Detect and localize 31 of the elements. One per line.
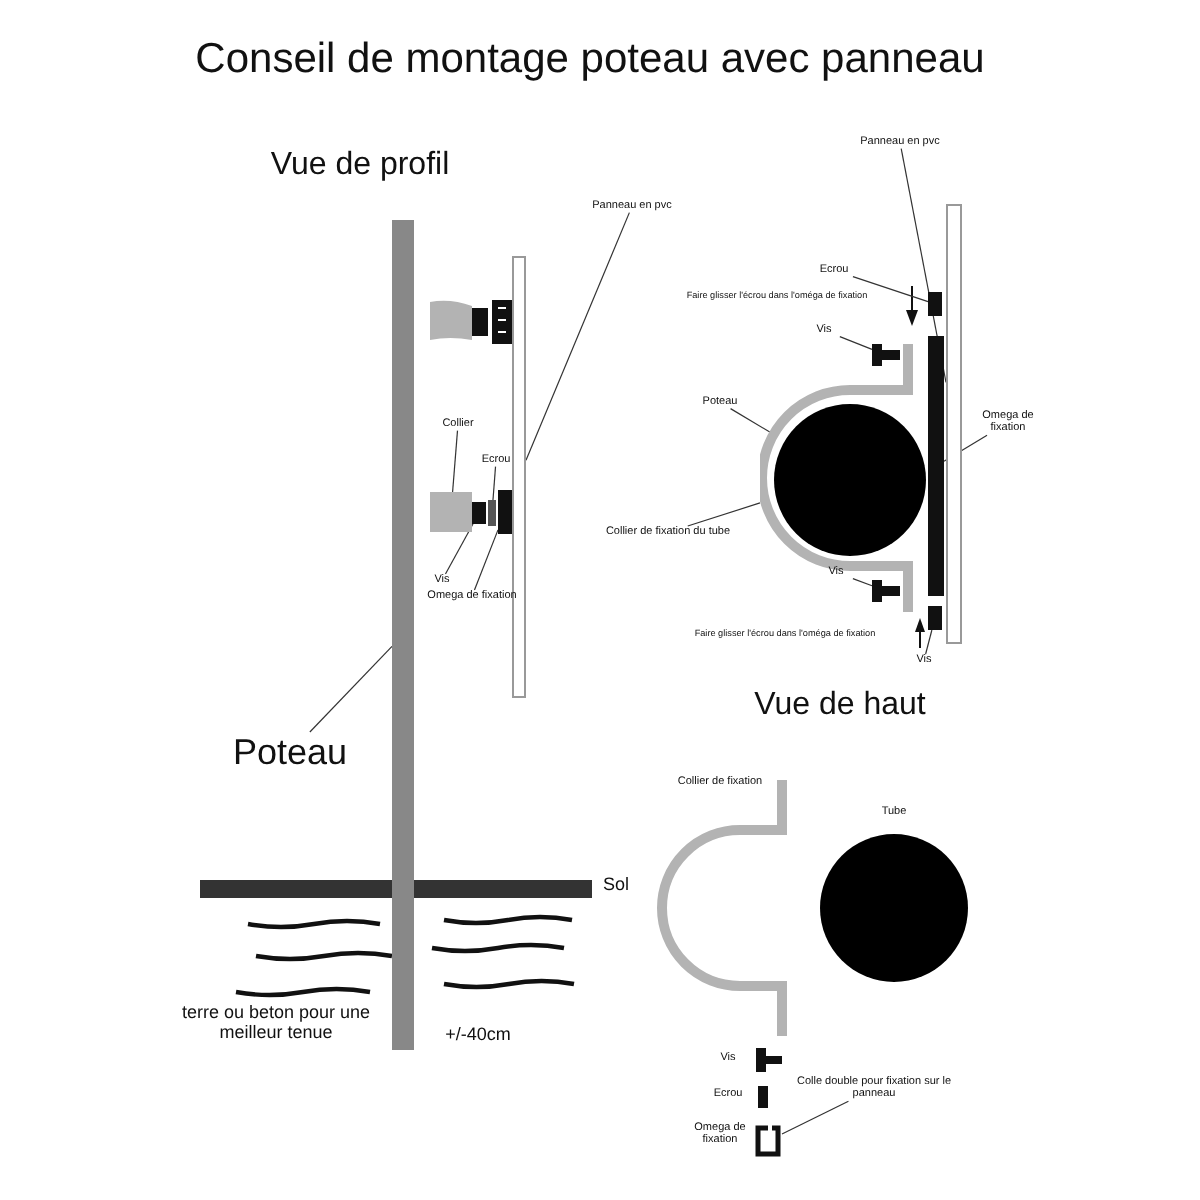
panel-board bbox=[512, 256, 526, 698]
leader-line bbox=[781, 1100, 850, 1135]
leader-line bbox=[687, 502, 761, 527]
note: terre ou beton pour une meilleur tenue bbox=[179, 1002, 373, 1044]
leader-line bbox=[473, 529, 499, 591]
panel-board bbox=[946, 204, 962, 644]
pole bbox=[392, 220, 414, 1050]
title: Conseil de montage poteau avec panneau bbox=[193, 36, 987, 85]
bracket-part bbox=[472, 502, 486, 524]
box-part bbox=[488, 500, 496, 526]
pole-cross-section bbox=[774, 404, 926, 556]
heading: Vue de haut bbox=[752, 688, 928, 725]
bracket-part bbox=[928, 336, 944, 596]
collar-clamp bbox=[760, 340, 916, 616]
part-label: Sol bbox=[600, 874, 631, 895]
omega-bracket bbox=[754, 1124, 782, 1158]
bracket-part bbox=[498, 490, 512, 534]
leader-line bbox=[852, 276, 929, 303]
leader-line bbox=[492, 466, 497, 501]
bracket-part bbox=[928, 292, 942, 316]
leader-line bbox=[309, 645, 393, 733]
leader-line bbox=[729, 408, 775, 436]
leader-line bbox=[925, 629, 933, 655]
part-label: Poteau bbox=[200, 732, 380, 774]
heading: Vue de profil bbox=[268, 148, 452, 185]
leader-line bbox=[452, 430, 459, 493]
leader-line bbox=[852, 578, 873, 587]
dimension-label: +/-40cm bbox=[443, 1024, 513, 1045]
leader-line bbox=[525, 212, 630, 461]
leader-line bbox=[839, 336, 873, 351]
collar-part bbox=[430, 492, 472, 532]
